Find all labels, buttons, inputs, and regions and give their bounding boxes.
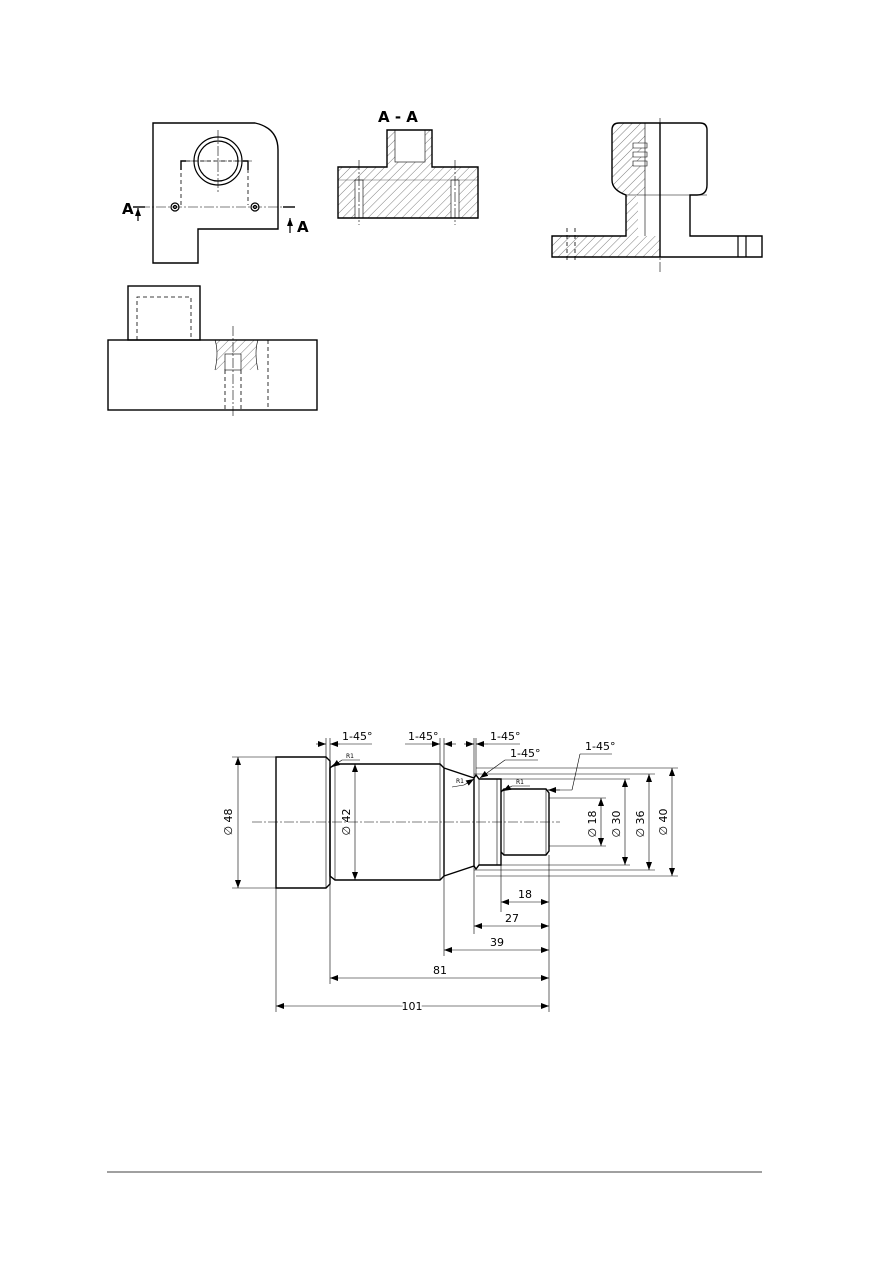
radius-callout-1: R1 [346,753,354,760]
top-view: A A [122,122,309,264]
section-cut-label-left: A [122,200,134,218]
dim-diameter-36: ∅ 36 [634,810,647,837]
chamfer-callout-3: 1-45° [490,730,520,743]
dim-length-27: 27 [505,912,519,925]
half-section-view [551,118,763,272]
chamfer-callout-5: 1-45° [585,740,615,753]
dim-diameter-42: ∅ 42 [340,808,353,835]
chamfer-callout-1: 1-45° [342,730,372,743]
chamfer-callout-4: 1-45° [510,747,540,760]
shaft-drawing: ∅ 48 ∅ 42 ∅ 18 ∅ 30 ∅ 36 ∅ 40 18 27 39 8… [222,730,678,1015]
dim-diameter-48: ∅ 48 [222,808,235,835]
section-title: A - A [378,108,418,126]
radius-callout-3: R1 [516,779,524,786]
dim-length-39: 39 [490,936,504,949]
dim-diameter-40: ∅ 40 [657,808,670,835]
dim-diameter-18: ∅ 18 [586,810,599,837]
radius-callout-2: R1 [456,778,464,785]
chamfer-callout-2: 1-45° [408,730,438,743]
front-view [107,285,318,416]
dim-length-81: 81 [433,964,447,977]
dim-length-18: 18 [518,888,532,901]
section-view-a-a: A - A [337,108,479,225]
section-cut-label-right: A [297,218,309,236]
dim-diameter-30: ∅ 30 [610,810,623,837]
dim-length-101: 101 [402,1000,423,1013]
